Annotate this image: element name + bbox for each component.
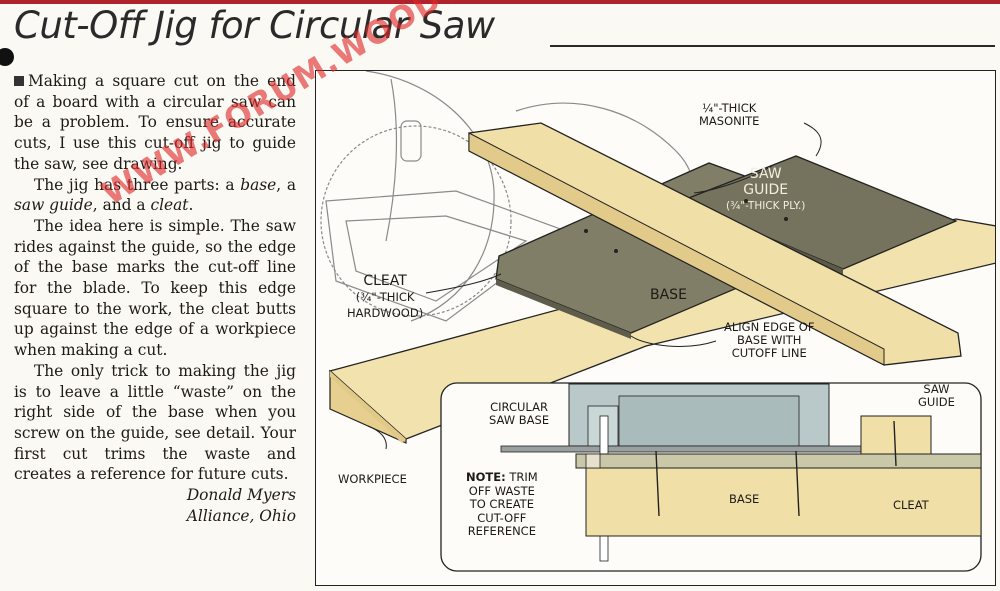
article-title: Cut-Off Jig for Circular Saw: [14, 4, 495, 47]
author-location: Alliance, Ohio: [186, 506, 296, 525]
paragraph-idea: The idea here is simple. The saw rides a…: [14, 216, 296, 360]
square-bullet-icon: [14, 76, 24, 86]
cleat-board: [468, 122, 962, 366]
paragraph-intro: Making a square cut on the end of a boar…: [14, 72, 296, 173]
paragraph-trick: The only trick to making the jig is to l…: [14, 361, 296, 484]
jig-illustration: [320, 71, 995, 572]
base-label: BASE: [650, 287, 687, 303]
detail-base-strip: [575, 453, 982, 469]
cleat-label: CLEAT (¾"-THICK HARDWOOD): [347, 273, 424, 320]
detail-saw-base-plate: [500, 445, 887, 453]
paragraph-parts: The jig has three parts: a base, a saw g…: [14, 175, 297, 215]
title-underline: [550, 45, 995, 47]
article-body: Making a square cut on the end of a boar…: [14, 71, 296, 526]
section-marker-dot: [0, 48, 14, 66]
detail-cleat-block: [585, 467, 982, 537]
detail-screws: [655, 420, 897, 517]
detail-saw-guide-block: [860, 415, 932, 455]
top-red-rule: [0, 0, 1000, 4]
detail-base-label: BASE: [729, 492, 760, 506]
author-name: Donald Myers: [186, 486, 296, 505]
workpiece-label: WORKPIECE: [338, 472, 407, 486]
detail-cleat-label: CLEAT: [893, 498, 929, 512]
saw-guide-panel: [679, 155, 958, 270]
screw-heads: [584, 199, 788, 253]
leader-lines: [367, 122, 954, 450]
